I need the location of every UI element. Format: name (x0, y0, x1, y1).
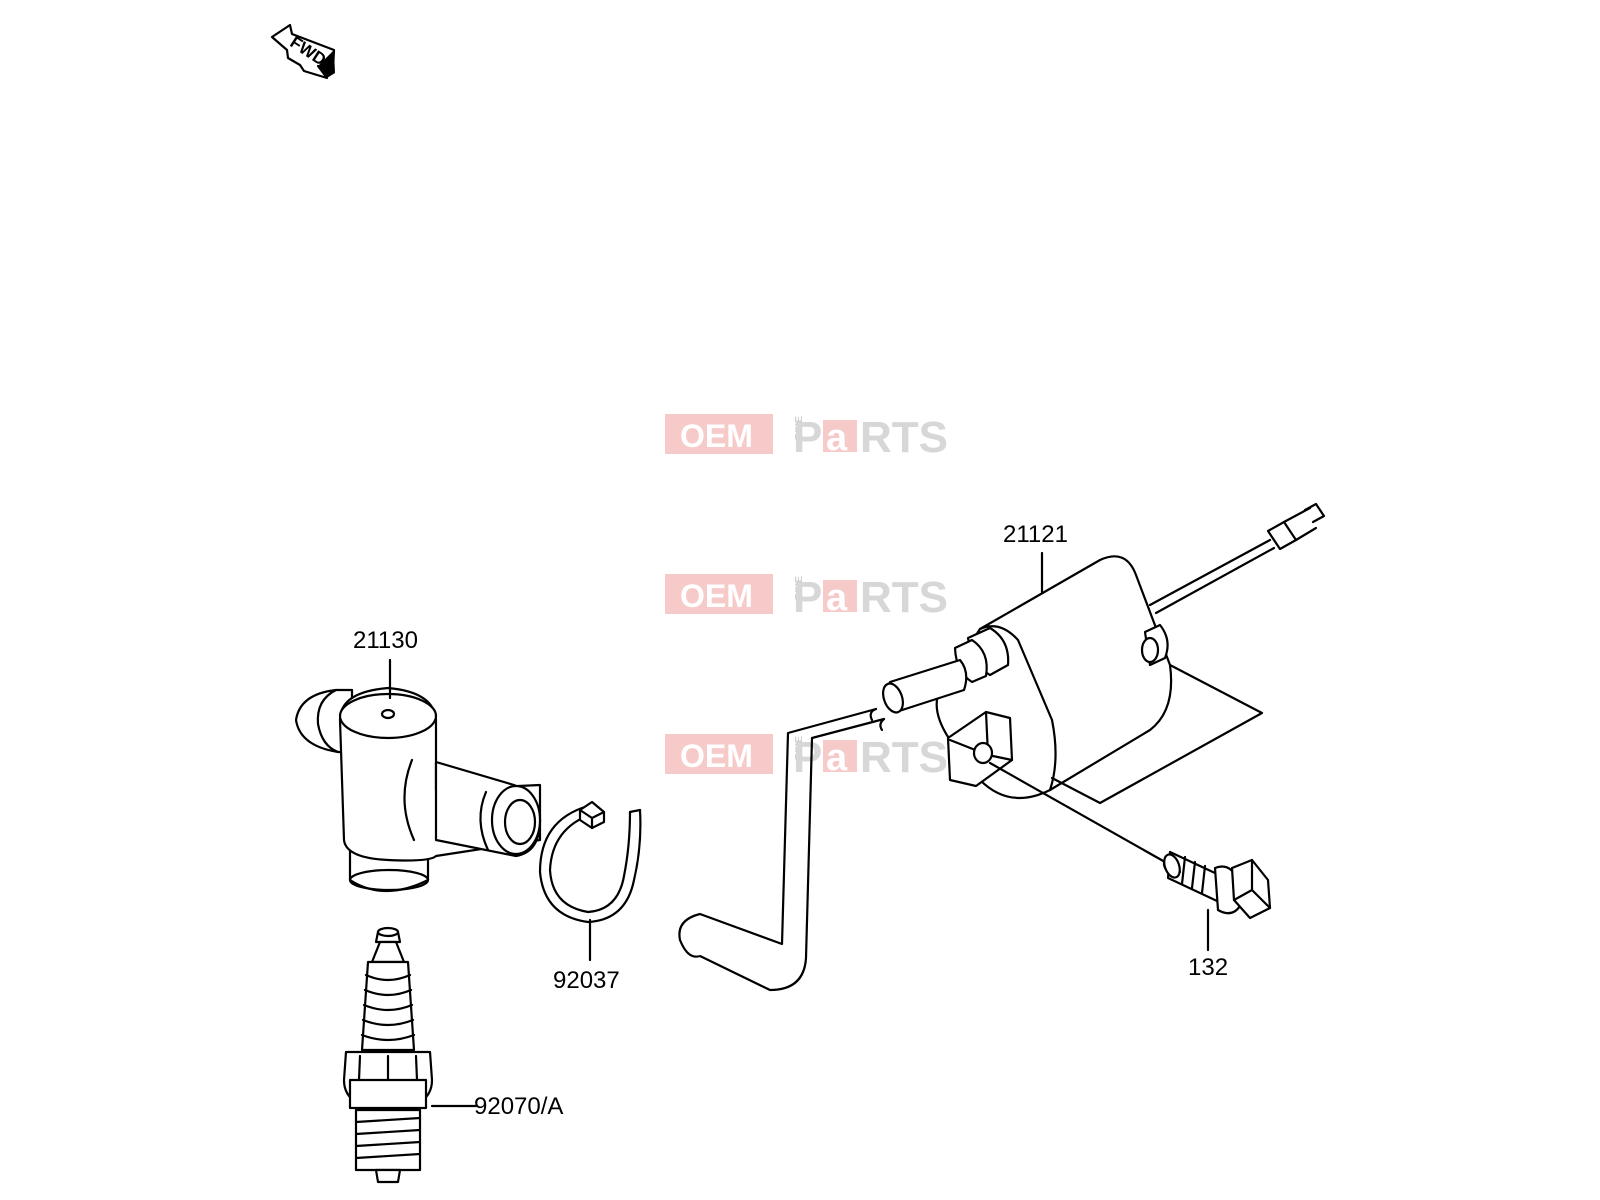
watermark-bike: BIKE (794, 736, 805, 760)
watermark-rts: RTS (860, 413, 948, 462)
part-number-21121: 21121 (1003, 521, 1068, 548)
watermark-bottom: OEM BIKE P a RTS (665, 733, 948, 782)
watermark-rts: RTS (860, 573, 948, 622)
watermark-a: a (826, 577, 848, 619)
part-number-132: 132 (1188, 954, 1228, 981)
watermark-oem: OEM (680, 578, 753, 614)
watermark-bike: BIKE (794, 576, 805, 600)
watermark-oem: OEM (680, 738, 753, 774)
spark-plug-cap: 21130 (294, 627, 542, 893)
watermark-p: P (793, 733, 822, 782)
watermark-top: OEM BIKE P a RTS (665, 413, 948, 462)
watermark-middle: OEM BIKE P a RTS (665, 573, 948, 622)
watermark-a: a (826, 417, 848, 459)
watermark-bike: BIKE (794, 416, 805, 440)
watermark-p: P (793, 413, 822, 462)
high-tension-lead (678, 707, 886, 992)
watermark-p: P (793, 573, 822, 622)
part-number-92037: 92037 (553, 967, 620, 994)
watermark-rts: RTS (860, 733, 948, 782)
watermark-a: a (826, 737, 848, 779)
flange-bolt: 132 (1162, 850, 1272, 981)
clamp: 92037 (538, 800, 642, 994)
part-number-21130: 21130 (353, 627, 418, 654)
spark-plug: 92070/A (342, 926, 563, 1184)
watermark-oem: OEM (680, 418, 753, 454)
part-number-92070-a: 92070/A (474, 1093, 563, 1120)
ignition-coil: 21121 (882, 502, 1326, 864)
fwd-arrow-icon: FWD (270, 23, 336, 80)
